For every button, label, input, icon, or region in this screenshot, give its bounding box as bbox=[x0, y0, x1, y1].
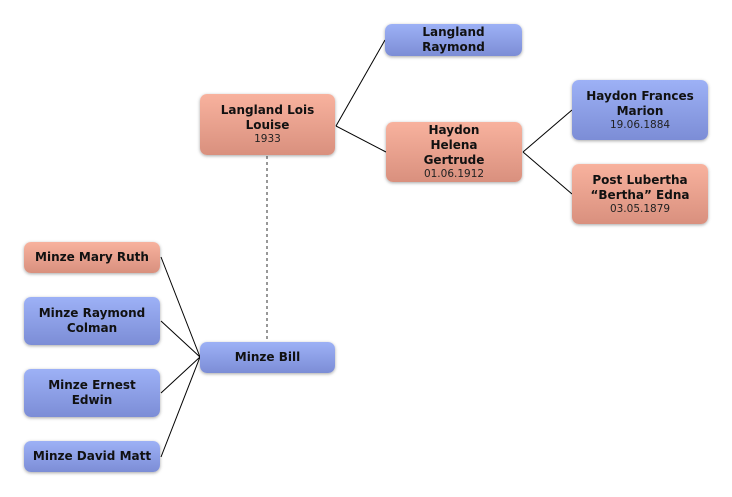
person-node-langland-lois-louise[interactable]: Langland Lois Louise 1933 bbox=[200, 94, 335, 155]
person-name: Minze Mary Ruth bbox=[35, 250, 149, 264]
person-name: Haydon Helena Gertrude bbox=[423, 123, 485, 167]
person-node-minze-raymond-colman[interactable]: Minze Raymond Colman bbox=[24, 297, 160, 345]
child-link-bill-mary bbox=[160, 256, 201, 358]
person-name: Minze David Matt bbox=[32, 449, 152, 463]
person-date: 03.05.1879 bbox=[609, 202, 671, 215]
person-name: Minze Raymond Colman bbox=[38, 306, 146, 335]
parent-link-lois-raymond bbox=[335, 39, 386, 127]
person-name: Langland Lois Louise bbox=[220, 103, 315, 132]
child-link-bill-david bbox=[160, 356, 201, 458]
person-date: 19.06.1884 bbox=[609, 118, 671, 131]
child-link-bill-raymond bbox=[160, 320, 201, 358]
person-name: Minze Ernest Edwin bbox=[48, 378, 136, 407]
person-name: Langland Raymond bbox=[422, 25, 485, 54]
person-name: Haydon Frances Marion bbox=[586, 88, 694, 118]
person-node-post-lubertha-edna[interactable]: Post Lubertha “Bertha” Edna 03.05.1879 bbox=[572, 164, 708, 224]
parent-link-helena-frances bbox=[522, 109, 573, 153]
person-node-minze-mary-ruth[interactable]: Minze Mary Ruth bbox=[24, 242, 160, 273]
person-node-haydon-frances-marion[interactable]: Haydon Frances Marion 19.06.1884 bbox=[572, 80, 708, 140]
person-date: 01.06.1912 bbox=[423, 168, 485, 180]
person-node-langland-raymond[interactable]: Langland Raymond bbox=[385, 24, 522, 56]
person-node-haydon-helena-gertrude[interactable]: Haydon Helena Gertrude 01.06.1912 bbox=[386, 122, 522, 182]
parent-link-lois-helena bbox=[335, 125, 387, 153]
person-node-minze-bill[interactable]: Minze Bill bbox=[200, 342, 335, 373]
parent-link-helena-lubertha bbox=[522, 151, 573, 195]
person-name: Post Lubertha “Bertha” Edna bbox=[590, 172, 690, 202]
person-node-minze-ernest-edwin[interactable]: Minze Ernest Edwin bbox=[24, 369, 160, 417]
person-date: 1933 bbox=[254, 133, 281, 145]
child-link-bill-ernest bbox=[160, 356, 201, 394]
person-node-minze-david-matt[interactable]: Minze David Matt bbox=[24, 441, 160, 472]
person-name: Minze Bill bbox=[234, 350, 301, 364]
